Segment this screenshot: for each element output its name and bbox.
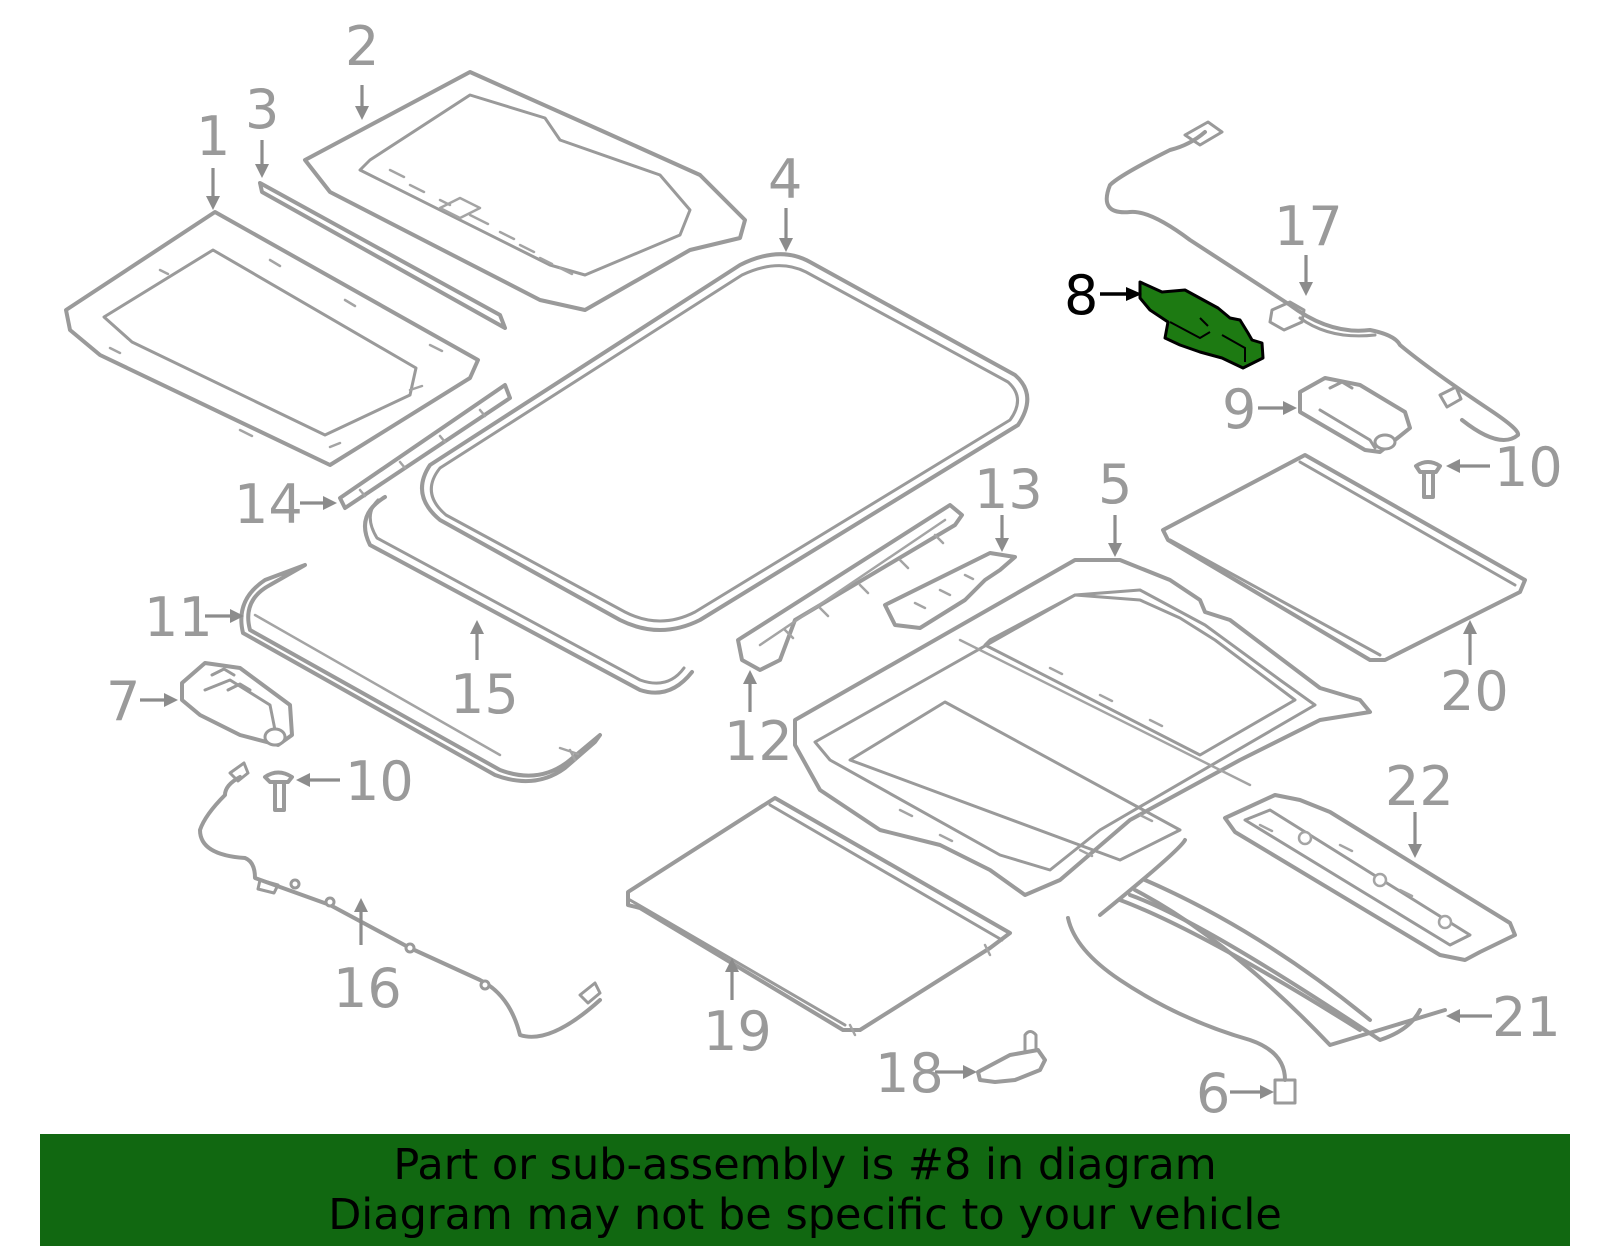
callout-label-10-right: 10 (1494, 436, 1563, 499)
callout-label-17: 17 (1274, 195, 1343, 258)
part-11-deflector (239, 563, 602, 784)
part-6-drain-hose (1066, 916, 1297, 1105)
callout-label-8: 8 (1064, 264, 1098, 327)
callout-label-4: 4 (768, 148, 802, 211)
part-7-motor (180, 661, 294, 747)
part-2-frame (303, 70, 747, 312)
part-14-channel (338, 383, 512, 510)
part-5-frame (793, 558, 1372, 897)
part-10-screw-left (263, 770, 294, 812)
part-1-glass-panel (64, 210, 480, 467)
callout-label-2: 2 (345, 15, 379, 78)
part-12-rail (736, 503, 964, 672)
part-10-screw-right (1414, 460, 1442, 499)
callout-label-12: 12 (724, 710, 793, 773)
callout-label-20: 20 (1440, 660, 1509, 723)
banner-line-part: Part or sub-assembly is #8 in diagram (393, 1140, 1217, 1190)
callout-label-10-left: 10 (345, 750, 414, 813)
callout-arrows (140, 85, 1492, 1099)
callout-label-21: 21 (1492, 986, 1561, 1049)
part-20-sunshade (1161, 453, 1527, 662)
callout-label-9: 9 (1222, 378, 1256, 441)
part-17-harness (1104, 120, 1521, 442)
callout-label-3: 3 (245, 78, 279, 141)
callout-label-11: 11 (144, 586, 213, 649)
part-16-harness (198, 761, 602, 1039)
part-8-body (1138, 280, 1265, 370)
part-18-clip (976, 1030, 1047, 1084)
callout-label-14: 14 (234, 473, 303, 536)
part-13-bracket (883, 551, 1017, 630)
callout-label-6: 6 (1196, 1062, 1230, 1125)
callout-label-13: 13 (974, 458, 1043, 521)
callout-label-18: 18 (875, 1042, 944, 1105)
callout-label-19: 19 (703, 1000, 772, 1063)
callout-label-16: 16 (333, 957, 402, 1020)
info-banner: Part or sub-assembly is #8 in diagram Di… (40, 1134, 1570, 1246)
part-4-seal (420, 252, 1030, 632)
callout-label-1: 1 (196, 105, 230, 168)
callout-8-arrow (1100, 287, 1142, 301)
part-9-motor (1298, 376, 1412, 454)
callout-label-5: 5 (1098, 453, 1132, 516)
part-19-sunshade (626, 796, 1012, 1037)
banner-line-disclaimer: Diagram may not be specific to your vehi… (328, 1190, 1282, 1240)
part-3-strip (258, 181, 507, 330)
part-21-hose-bundle (1098, 838, 1447, 1047)
callout-label-22: 22 (1385, 755, 1454, 818)
callout-label-7: 7 (106, 670, 140, 733)
callout-label-15: 15 (450, 663, 519, 726)
part-22-drive-unit (1223, 793, 1517, 962)
callout-labels: 1 2 3 4 5 6 7 8 9 10 10 11 12 13 14 15 1… (106, 15, 1563, 1125)
part-15-seal (363, 495, 694, 695)
part-8-highlighted-module (1138, 280, 1265, 370)
